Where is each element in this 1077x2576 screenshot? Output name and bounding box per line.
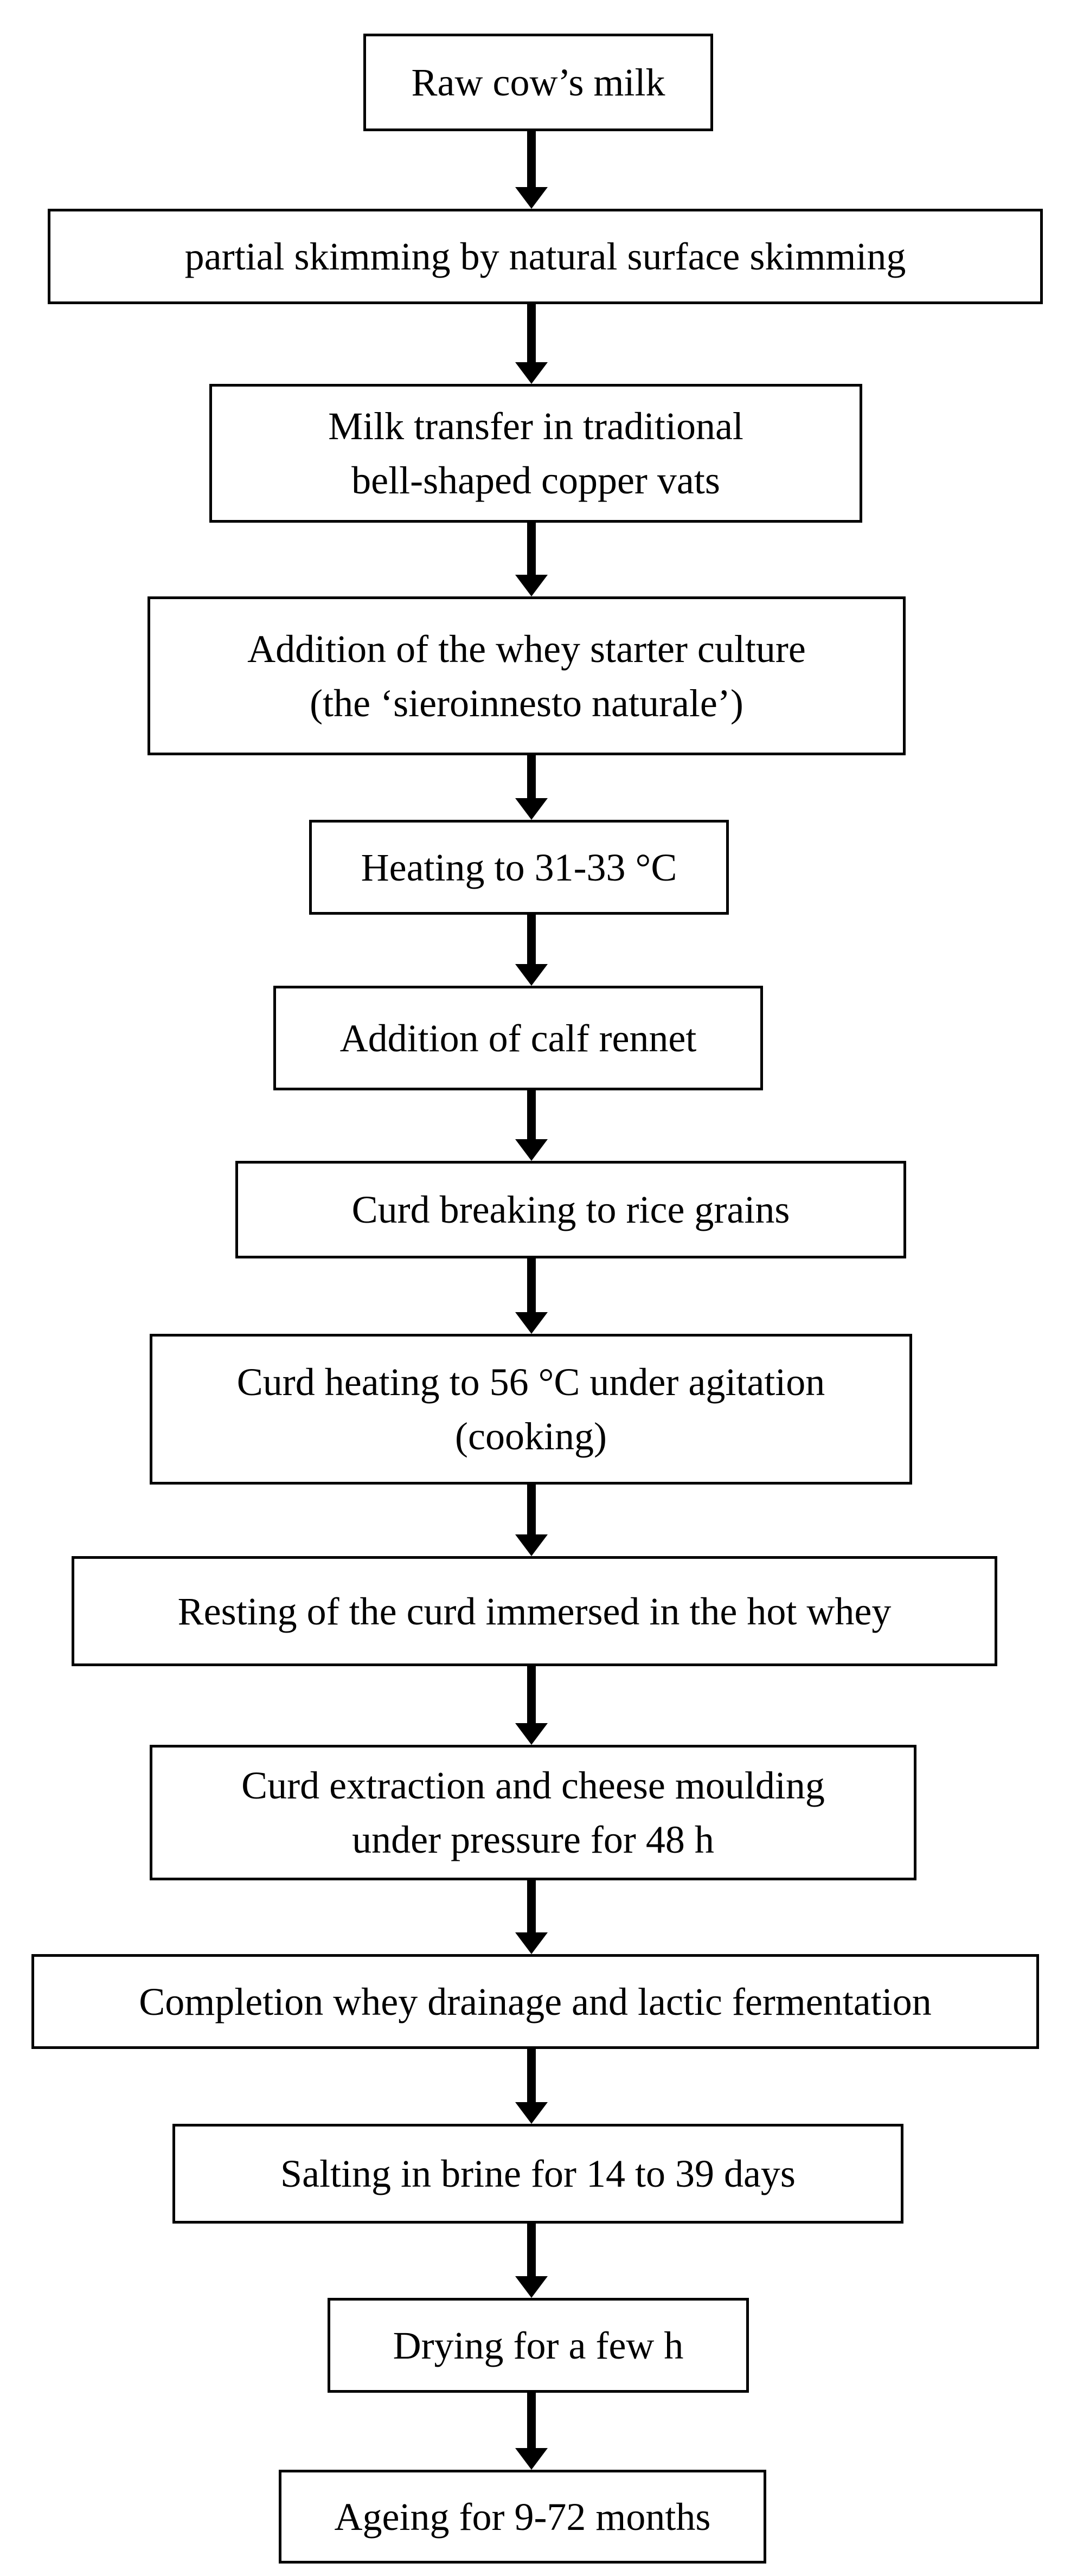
step-label: Completion whey drainage and lactic ferm… <box>139 1980 932 2023</box>
step-label: Curd heating to 56 °C under agitation (c… <box>236 1360 825 1458</box>
connector-arrow <box>515 1880 548 1954</box>
step-whey-drainage: Completion whey drainage and lactic ferm… <box>31 1954 1039 2049</box>
step-label: Drying for a few h <box>393 2323 684 2367</box>
step-label: Milk transfer in traditional bell-shaped… <box>328 404 743 502</box>
arrow-head <box>515 1139 548 1161</box>
connector-arrow <box>515 2393 548 2470</box>
step-label: Curd breaking to rice grains <box>351 1188 790 1231</box>
connector-arrow <box>515 1666 548 1745</box>
arrow-head <box>515 1723 548 1745</box>
connector-arrow <box>515 131 548 209</box>
step-label: partial skimming by natural surface skim… <box>184 235 906 278</box>
step-label: Ageing for 9-72 months <box>334 2495 711 2539</box>
step-label: Curd extraction and cheese moulding unde… <box>241 1764 825 1861</box>
step-label: Addition of the whey starter culture (th… <box>247 627 806 725</box>
connector-arrow <box>515 2049 548 2124</box>
arrow-head <box>515 2448 548 2470</box>
step-partial-skimming: partial skimming by natural surface skim… <box>48 209 1043 304</box>
connector-arrow <box>515 523 548 596</box>
connector-arrow <box>515 304 548 384</box>
step-curd-moulding: Curd extraction and cheese moulding unde… <box>150 1745 916 1880</box>
arrow-head <box>515 187 548 209</box>
step-ageing: Ageing for 9-72 months <box>279 2470 766 2564</box>
arrow-head <box>515 362 548 384</box>
step-curd-cooking: Curd heating to 56 °C under agitation (c… <box>150 1334 912 1485</box>
step-heating: Heating to 31-33 °C <box>309 820 729 915</box>
arrow-head <box>515 2102 548 2124</box>
connector-arrow <box>515 915 548 986</box>
step-curd-resting: Resting of the curd immersed in the hot … <box>72 1556 997 1666</box>
step-curd-breaking: Curd breaking to rice grains <box>235 1161 906 1258</box>
step-calf-rennet: Addition of calf rennet <box>273 986 763 1090</box>
connector-arrow <box>515 1090 548 1161</box>
arrow-head <box>515 2276 548 2298</box>
connector-arrow <box>515 2224 548 2298</box>
arrow-head <box>515 798 548 820</box>
step-milk-transfer: Milk transfer in traditional bell-shaped… <box>209 384 862 523</box>
step-label: Resting of the curd immersed in the hot … <box>177 1589 892 1633</box>
connector-arrow <box>515 1258 548 1334</box>
arrow-head <box>515 1534 548 1556</box>
arrow-head <box>515 575 548 596</box>
step-label: Salting in brine for 14 to 39 days <box>280 2152 796 2195</box>
arrow-head <box>515 1312 548 1334</box>
step-drying: Drying for a few h <box>328 2298 749 2393</box>
step-label: Heating to 31-33 °C <box>361 845 677 889</box>
step-whey-starter: Addition of the whey starter culture (th… <box>148 596 906 755</box>
connector-arrow <box>515 1485 548 1556</box>
connector-arrow <box>515 755 548 820</box>
step-label: Raw cow’s milk <box>411 61 665 104</box>
step-raw-milk: Raw cow’s milk <box>363 34 713 131</box>
arrow-head <box>515 1932 548 1954</box>
arrow-head <box>515 964 548 986</box>
step-salting: Salting in brine for 14 to 39 days <box>172 2124 903 2224</box>
step-label: Addition of calf rennet <box>339 1016 697 1060</box>
